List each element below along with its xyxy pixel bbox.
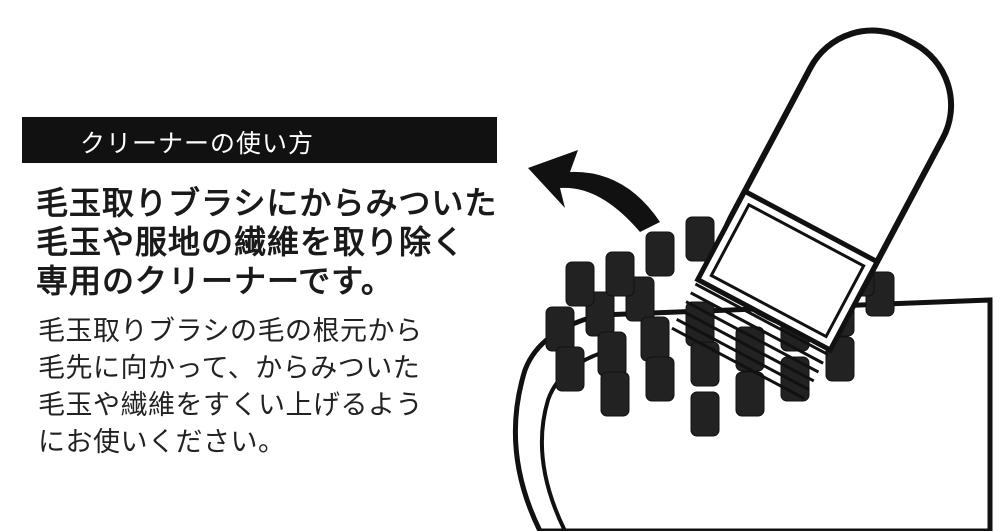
body-line: 毛玉取りブラシの毛の根元から: [38, 316, 423, 347]
curved-arrow-icon: [528, 150, 660, 232]
bristle-tuft: [645, 356, 675, 402]
lead-line: 専用のクリーナーです。: [36, 262, 394, 300]
instruction-text: 毛玉取りブラシの毛の根元から 毛先に向かって、からみついた 毛玉や繊維をすくい上…: [38, 313, 423, 461]
bristle-tuft: [600, 371, 630, 417]
bristle-tuft: [565, 261, 595, 307]
bristle-tuft: [597, 331, 627, 377]
bristle-tuft: [545, 306, 575, 352]
bristle-tuft: [645, 231, 675, 277]
bristle-tuft: [605, 251, 635, 297]
section-title: クリーナーの使い方: [80, 129, 315, 158]
bristle-tuft: [555, 346, 585, 392]
body-line: にお使いください。: [38, 427, 286, 458]
bristle-tuft: [685, 216, 715, 262]
section-header: クリーナーの使い方: [22, 117, 497, 163]
bristle-tufts: [545, 216, 895, 437]
lead-text: 毛玉取りブラシにからみついた 毛玉や服地の繊維を取り除く 専用のクリーナーです。: [36, 184, 497, 301]
body-line: 毛先に向かって、からみついた: [38, 353, 421, 384]
bristle-tuft: [640, 316, 670, 362]
bristle-tuft: [690, 341, 720, 387]
lead-line: 毛玉や服地の繊維を取り除く: [36, 223, 466, 261]
bristle-tuft: [690, 391, 720, 437]
bristle-tuft: [735, 371, 765, 417]
lead-line: 毛玉取りブラシにからみついた: [36, 184, 498, 222]
cleaner-tool: [671, 27, 955, 400]
body-line: 毛玉や繊維をすくい上げるよう: [38, 390, 423, 421]
